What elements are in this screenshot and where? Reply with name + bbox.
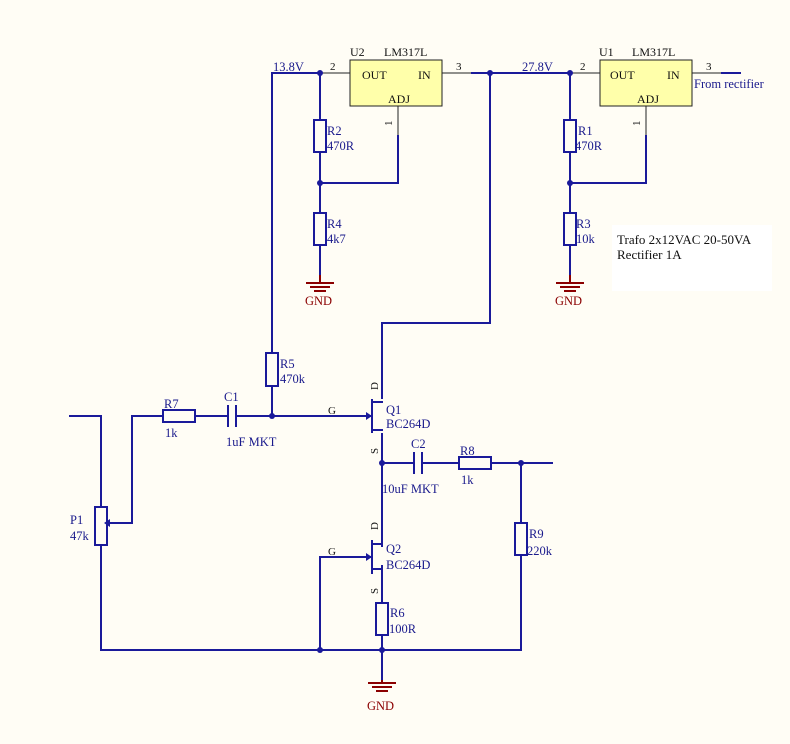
transistor-q1-drain: D xyxy=(369,382,381,390)
resistor-r2-value: 470R xyxy=(327,139,355,153)
regulator-u2-pin-num-adj: 1 xyxy=(383,121,395,127)
resistor-r5-ref: R5 xyxy=(280,357,295,371)
resistor-r1: R1 470R xyxy=(563,119,603,153)
resistor-r6: R6 100R xyxy=(375,602,417,636)
transistor-q2-drain: D xyxy=(369,522,381,530)
regulator-u2-part: LM317L xyxy=(384,45,427,59)
capacitor-c2-ref: C2 xyxy=(411,437,426,451)
regulator-u1-part: LM317L xyxy=(632,45,675,59)
resistor-r9-value: 220k xyxy=(527,544,553,558)
supply-note: Trafo 2x12VAC 20-50VA Rectifier 1A xyxy=(612,225,772,291)
resistor-r9-ref: R9 xyxy=(529,527,544,541)
transistor-q1-source: S xyxy=(369,448,381,454)
regulator-u2-pin-adj: ADJ xyxy=(388,92,410,106)
regulator-u2-pin-out: OUT xyxy=(362,68,387,82)
net-label-from-rectifier: From rectifier xyxy=(694,77,765,91)
resistor-r8: R8 1k xyxy=(458,444,492,487)
transistor-q2: G D S Q2 BC264D xyxy=(328,522,430,594)
wires xyxy=(69,72,741,681)
capacitor-c1: C1 1uF MKT xyxy=(224,390,277,449)
regulator-u2-pin-in: IN xyxy=(418,68,431,82)
resistor-r8-value: 1k xyxy=(461,473,474,487)
regulator-u1: U1 LM317L OUT IN ADJ 2 3 1 xyxy=(570,45,722,136)
capacitor-c2-value: 10uF MKT xyxy=(382,482,439,496)
resistor-r6-ref: R6 xyxy=(390,606,405,620)
resistor-r2: R2 470R xyxy=(313,119,355,153)
capacitor-c1-ref: C1 xyxy=(224,390,239,404)
junctions xyxy=(269,70,573,653)
net-label-13-8v: 13.8V xyxy=(273,60,304,74)
resistor-r7: R7 1k xyxy=(162,397,196,440)
resistor-r5: R5 470k xyxy=(265,352,306,387)
ground-label-main: GND xyxy=(367,699,394,713)
ground-label-u1: GND xyxy=(555,294,582,308)
potentiometer-p1: P1 47k xyxy=(70,506,110,546)
resistor-r7-ref: R7 xyxy=(164,397,179,411)
ground-label-u2: GND xyxy=(305,294,332,308)
regulator-u2-pin-num-in: 3 xyxy=(456,61,462,73)
regulator-u2: U2 LM317L OUT IN ADJ 2 3 1 xyxy=(320,45,472,136)
resistor-r8-ref: R8 xyxy=(460,444,475,458)
transistor-q2-ref: Q2 xyxy=(386,542,401,556)
resistor-r5-value: 470k xyxy=(280,372,306,386)
regulator-u2-pin-num-out: 2 xyxy=(330,61,336,73)
transistor-q2-gate: G xyxy=(328,546,336,558)
regulator-u1-ref: U1 xyxy=(599,45,614,59)
regulator-u1-pin-num-out: 2 xyxy=(580,61,586,73)
capacitor-c2: C2 10uF MKT xyxy=(382,437,439,496)
regulator-u1-pin-adj: ADJ xyxy=(637,92,659,106)
resistor-r4-value: 4k7 xyxy=(327,232,346,246)
transistor-q1: G D S Q1 BC264D xyxy=(328,382,430,454)
capacitor-c1-value: 1uF MKT xyxy=(226,435,277,449)
transistor-q2-source: S xyxy=(369,588,381,594)
ground-symbol-u1: GND xyxy=(555,275,584,308)
transistor-q1-ref: Q1 xyxy=(386,403,401,417)
transistor-q1-part: BC264D xyxy=(386,417,430,431)
potentiometer-p1-value: 47k xyxy=(70,529,90,543)
regulator-u1-pin-out: OUT xyxy=(610,68,635,82)
regulator-u2-body xyxy=(349,59,443,107)
resistor-r1-value: 470R xyxy=(575,139,603,153)
resistor-r3-ref: R3 xyxy=(576,217,591,231)
ground-symbol-u2: GND xyxy=(305,275,334,308)
transistor-q2-part: BC264D xyxy=(386,558,430,572)
resistor-r9: R9 220k xyxy=(514,522,553,558)
regulator-u1-pin-num-adj: 1 xyxy=(631,121,643,127)
regulator-u1-pin-num-in: 3 xyxy=(706,61,712,73)
resistor-r3-value: 10k xyxy=(576,232,596,246)
regulator-u2-ref: U2 xyxy=(350,45,365,59)
resistor-r1-ref: R1 xyxy=(578,124,593,138)
supply-note-line-2: Rectifier 1A xyxy=(617,247,682,262)
resistor-r4: R4 4k7 xyxy=(313,212,346,246)
resistor-r4-ref: R4 xyxy=(327,217,342,231)
resistor-r7-value: 1k xyxy=(165,426,178,440)
resistor-r3: R3 10k xyxy=(563,212,596,246)
ground-symbol-main: GND xyxy=(367,680,396,713)
regulator-u1-pin-in: IN xyxy=(667,68,680,82)
net-label-27-8v: 27.8V xyxy=(522,60,553,74)
transistor-q1-gate: G xyxy=(328,405,336,417)
resistor-r6-value: 100R xyxy=(389,622,417,636)
regulator-u1-body xyxy=(599,59,693,107)
potentiometer-p1-ref: P1 xyxy=(70,513,83,527)
resistor-r2-ref: R2 xyxy=(327,124,342,138)
supply-note-line-1: Trafo 2x12VAC 20-50VA xyxy=(617,232,752,247)
